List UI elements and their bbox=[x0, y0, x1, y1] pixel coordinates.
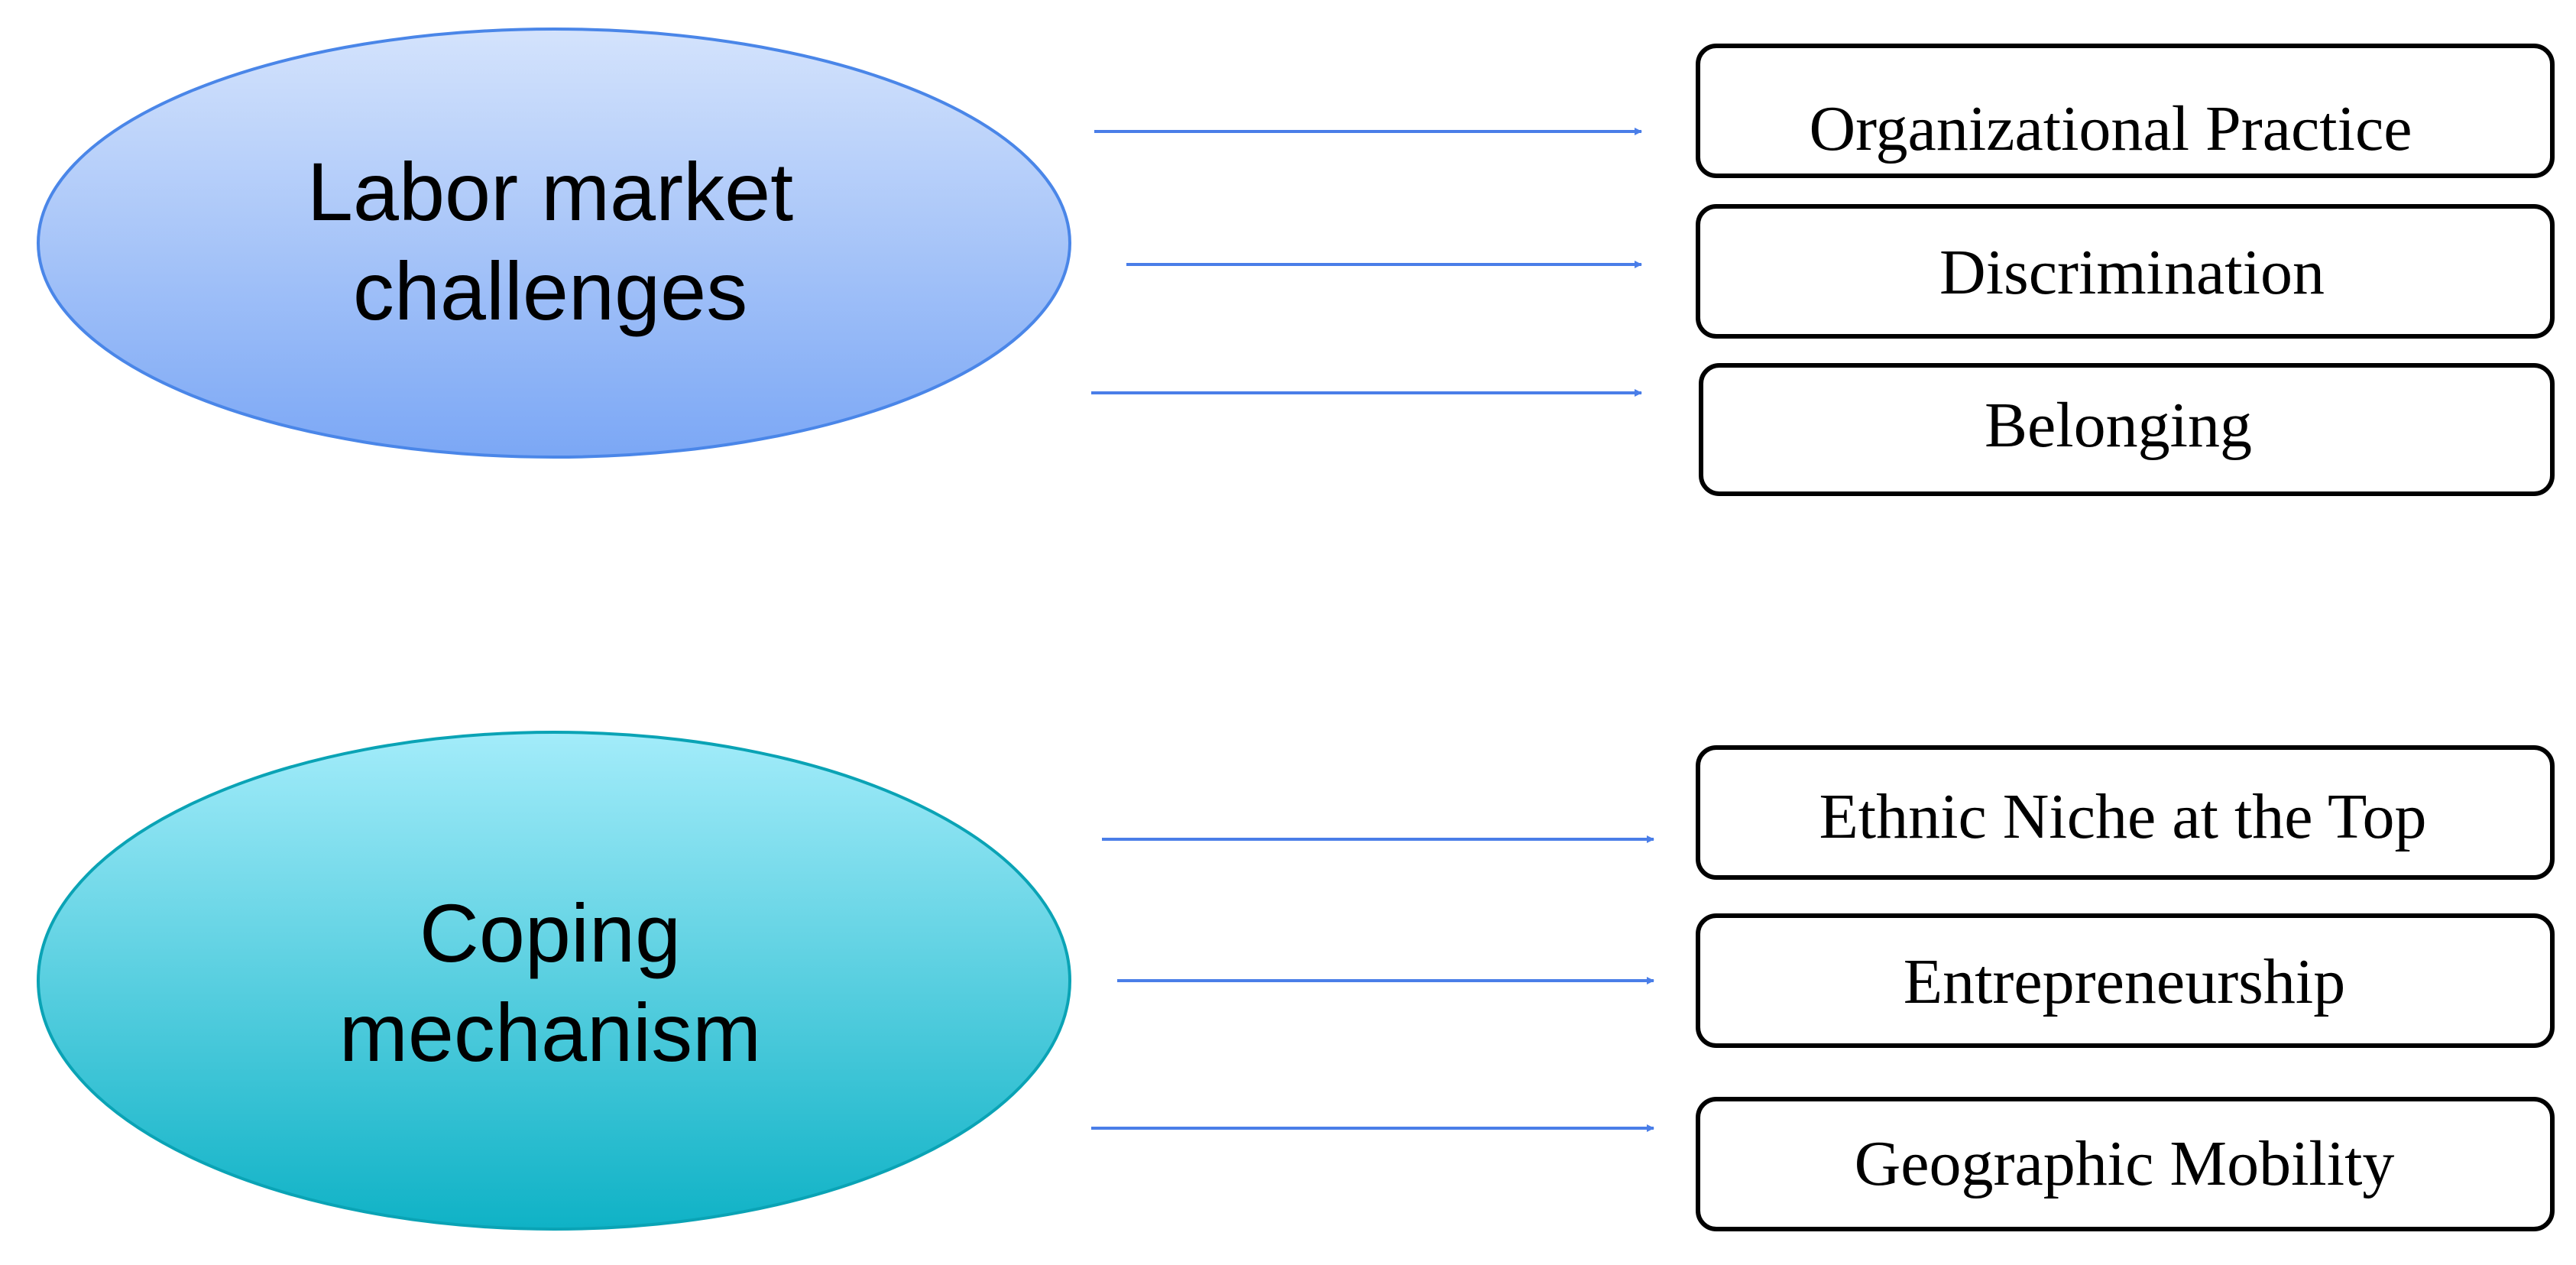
labor-market-challenges-label-line-2: challenges bbox=[353, 245, 747, 337]
box-entrepreneurship: Entrepreneurship bbox=[1696, 913, 2555, 1048]
box-ethnic-niche-at-the-top: Ethnic Niche at the Top bbox=[1696, 745, 2555, 880]
entrepreneurship-label: Entrepreneurship bbox=[1904, 946, 2345, 1017]
box-discrimination: Discrimination bbox=[1696, 204, 2555, 339]
box-organizational-practice: Organizational Practice bbox=[1696, 44, 2555, 178]
box-belonging: Belonging bbox=[1699, 363, 2555, 496]
coping-mechanism-ellipse bbox=[37, 731, 1071, 1231]
labor-market-challenges-label-line-1: Labor market bbox=[307, 145, 793, 238]
coping-mechanism-label-line-1: Coping bbox=[420, 887, 681, 979]
ethnic-niche-at-the-top-label: Ethnic Niche at the Top bbox=[1819, 781, 2426, 852]
coping-mechanism-label-line-2: mechanism bbox=[339, 986, 761, 1078]
discrimination-label: Discrimination bbox=[1939, 237, 2325, 308]
organizational-practice-label: Organizational Practice bbox=[1809, 93, 2412, 164]
group-coping-mechanism: Coping mechanism Ethnic Niche at the Top… bbox=[37, 731, 2555, 1231]
group-labor-market-challenges: Labor market challenges Organizational P… bbox=[37, 28, 2555, 496]
labor-market-challenges-ellipse bbox=[37, 28, 1071, 459]
box-geographic-mobility: Geographic Mobility bbox=[1696, 1097, 2555, 1231]
geographic-mobility-label: Geographic Mobility bbox=[1855, 1128, 2395, 1199]
belonging-label: Belonging bbox=[1985, 390, 2252, 461]
